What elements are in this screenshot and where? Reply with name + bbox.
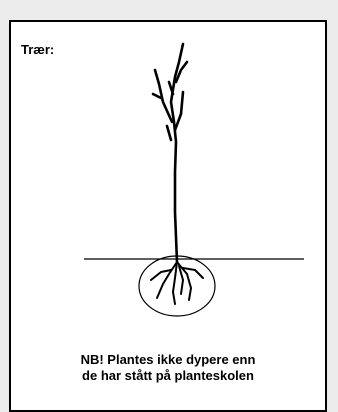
planting-note: NB! Plantes ikke dypere enn de har stått… <box>11 352 325 384</box>
planting-note-line-2: de har stått på planteskolen <box>11 368 325 384</box>
tree-branch-right-low <box>175 92 183 130</box>
tree-branch-left-inner <box>153 94 161 98</box>
tree-trunk <box>174 122 177 262</box>
tree-branch-lower <box>167 126 171 140</box>
planting-note-line-1: NB! Plantes ikke dypere enn <box>11 352 325 368</box>
tree-roots <box>151 262 203 304</box>
illustration-panel: Trær: NB! Plantes ikke d <box>9 20 327 412</box>
tree <box>153 44 187 262</box>
